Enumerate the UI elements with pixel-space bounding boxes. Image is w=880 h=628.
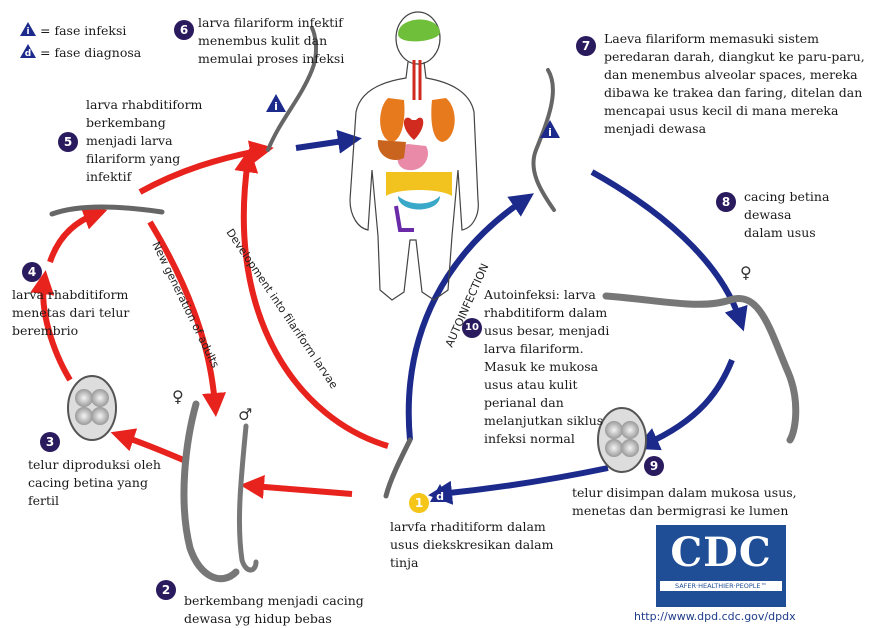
step-text-2: berkembang menjadi cacing dewasa yg hidu…	[184, 592, 364, 628]
step-text-9: telur disimpan dalam mukosa usus, meneta…	[572, 484, 797, 520]
diagnostic-stage-icon: d	[20, 44, 36, 59]
intestine-shape	[386, 172, 452, 196]
svg-text:d: d	[436, 490, 444, 503]
cdc-logo-text: CDC	[656, 525, 786, 581]
step-badge-4: 4	[22, 262, 42, 282]
colon-shape	[396, 206, 414, 230]
cdc-logo: CDC SAFER·HEALTHIER·PEOPLE™	[656, 525, 786, 607]
infective-stage-symbol: i	[26, 27, 29, 37]
svg-text:i: i	[548, 126, 552, 139]
heart-shape	[404, 118, 423, 140]
diagnostic-stage-symbol: d	[25, 49, 31, 59]
male-symbol-2: ♂	[238, 405, 252, 424]
step-text-5: larva rhabditiform berkembang menjadi la…	[86, 96, 202, 186]
arrow-6-to-host	[296, 140, 350, 148]
step-badge-6: 6	[174, 20, 194, 40]
trachea-shape	[414, 60, 420, 100]
rhabditiform-larva-1	[386, 440, 410, 496]
rhabditiform-larva-5	[52, 207, 162, 214]
label-new-generation: New generation of adults	[149, 240, 222, 371]
step-badge-9: 9	[644, 456, 664, 476]
female-symbol-2: ♀	[172, 387, 184, 406]
cdc-tagline: SAFER·HEALTHIER·PEOPLE™	[660, 581, 782, 591]
adult-female-worm-2	[184, 404, 236, 579]
step-badge-2: 2	[156, 580, 176, 600]
legend-diagnostic: = fase diagnosa	[40, 44, 141, 62]
step-text-7: Laeva filariform memasuki sistem peredar…	[604, 30, 865, 138]
small-intestine-shape	[398, 196, 440, 210]
brain-shape	[398, 19, 440, 41]
step-text-8: cacing betina dewasa dalam usus	[744, 188, 880, 242]
arrow-1-to-2	[252, 486, 352, 494]
infective-stage-marker-6: i	[266, 94, 286, 113]
arrow-4-to-5	[50, 214, 96, 262]
arrow-development	[244, 160, 388, 446]
step-text-10: Autoinfeksi: larva rhabditiform dalam us…	[484, 286, 609, 448]
arrow-8-to-9	[646, 360, 732, 444]
infective-stage-icon: i	[20, 22, 36, 37]
step-badge-5: 5	[58, 132, 78, 152]
step-badge-7: 7	[576, 36, 596, 56]
step-badge-10: 10	[462, 318, 482, 338]
svg-text:i: i	[274, 100, 278, 113]
liver-shape	[378, 140, 406, 160]
source-url[interactable]: http://www.dpd.cdc.gov/dpdx	[634, 610, 796, 623]
female-symbol-8: ♀	[740, 263, 752, 282]
step-text-3: telur diproduksi oleh cacing betina yang…	[28, 456, 161, 510]
step-text-1: larvfa rhaditiform dalam usus diekskresi…	[390, 518, 553, 572]
step-badge-8: 8	[716, 192, 736, 212]
step-text-6: larva filariform infektif menembus kulit…	[198, 14, 344, 68]
step-badge-3: 3	[40, 432, 60, 452]
filariform-larva-7	[533, 70, 554, 210]
adult-male-worm-2	[239, 426, 256, 570]
step-text-4: larva rhabditiform menetas dari telur be…	[12, 286, 129, 340]
legend-infective: = fase infeksi	[40, 22, 126, 40]
step-badge-1: 1	[409, 493, 429, 513]
embryonated-egg-3	[68, 376, 116, 440]
